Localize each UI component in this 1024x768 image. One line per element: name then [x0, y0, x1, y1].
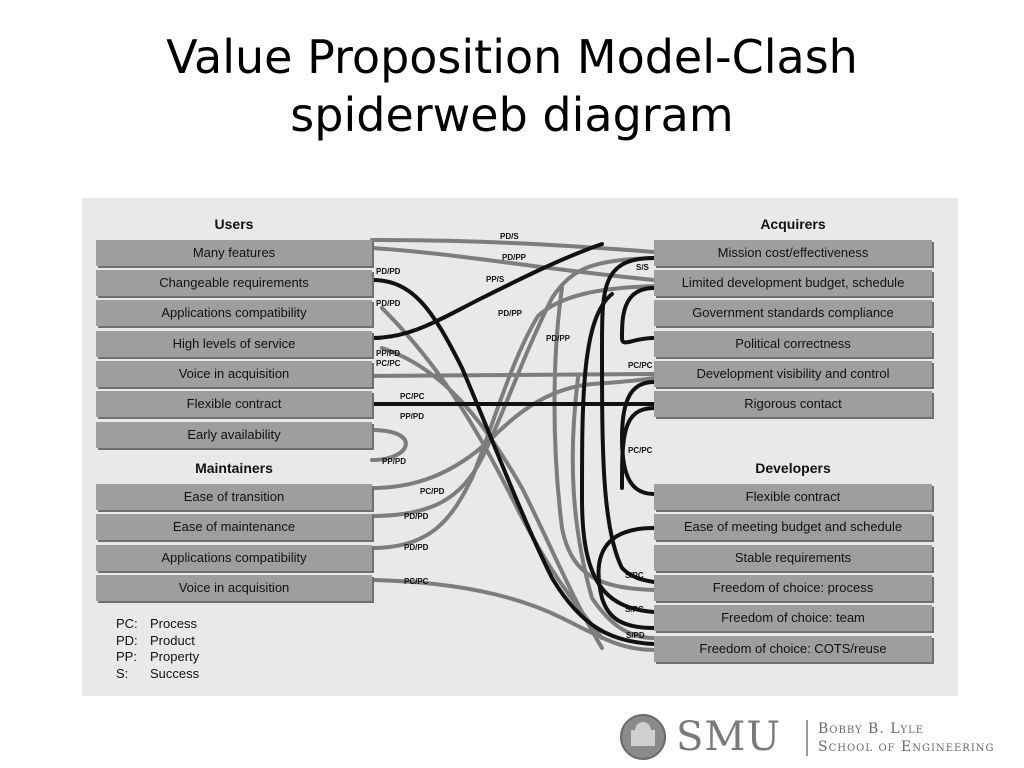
legend-item: PC:Process: [116, 616, 197, 631]
link-label: PD/S: [500, 232, 519, 241]
users-item: High levels of service: [96, 331, 372, 357]
acquirers-heading: Acquirers: [760, 216, 826, 232]
link-label: PD/PD: [404, 512, 429, 521]
users-item: Applications compatibility: [96, 300, 372, 326]
link-label: PD/PP: [502, 253, 527, 262]
link-line: [370, 376, 656, 490]
link-line: [370, 284, 656, 550]
users-item: Changeable requirements: [96, 270, 372, 296]
acquirers-item: Government standards compliance: [654, 300, 932, 326]
link-label: PD/PD: [376, 267, 401, 276]
legend-item: PD:Product: [116, 632, 195, 648]
legend-item: PP:Property: [116, 649, 200, 664]
link-line: [370, 242, 604, 340]
developers-item: Freedom of choice: COTS/reuse: [654, 636, 932, 662]
maintainers-item: Applications compatibility: [96, 545, 372, 571]
link-label: PC/PC: [628, 361, 653, 370]
link-line: [619, 380, 656, 496]
link-line: [620, 406, 656, 490]
logo-divider: [806, 720, 808, 756]
link-line: [370, 238, 656, 254]
maintainers-heading: Maintainers: [195, 460, 273, 476]
developers-item: Freedom of choice: team: [654, 605, 932, 631]
acquirers-item: Mission cost/effectiveness: [654, 240, 932, 266]
spiderweb-diagram: PD/S PD/PP PP/S PD/PP PD/PP PD/PD PD/PD …: [82, 198, 958, 696]
maintainers-item: Ease of transition: [96, 484, 372, 510]
link-label: PD/PD: [376, 299, 401, 308]
link-label: PC/PC: [628, 446, 653, 455]
link-line: [619, 286, 656, 345]
link-line: [370, 578, 656, 652]
link-label: S/PC: [625, 605, 644, 614]
seal-icon: [620, 714, 666, 760]
link-line: [370, 428, 408, 462]
developers-item: Ease of meeting budget and schedule: [654, 514, 932, 540]
link-line: [570, 376, 656, 640]
developers-item: Freedom of choice: process: [654, 575, 932, 601]
link-line: [600, 256, 656, 584]
link-label: PP/PD: [376, 349, 400, 358]
link-line: [579, 292, 656, 614]
users-item: Voice in acquisition: [96, 361, 372, 387]
acquirers-item: Development visibility and control: [654, 361, 932, 387]
users-item: Flexible contract: [96, 391, 372, 417]
developers-heading: Developers: [755, 460, 831, 476]
link-line: [370, 372, 656, 378]
link-label: PP/PD: [400, 412, 424, 421]
users-heading: Users: [214, 216, 254, 232]
link-line: [552, 286, 656, 592]
link-label: PP/PD: [382, 457, 406, 466]
school-name: Bobby B. Lyle School of Engineering: [818, 721, 995, 755]
maintainers-item: Voice in acquisition: [96, 575, 372, 601]
link-lines: PD/S PD/PP PP/S PD/PP PD/PP PD/PD PD/PD …: [370, 232, 656, 652]
link-label: PC/PC: [400, 392, 425, 401]
link-line: [380, 306, 604, 640]
acquirers-item: Rigorous contact: [654, 391, 932, 417]
link-label: S/PC: [625, 571, 644, 580]
link-label: PD/PP: [546, 334, 571, 343]
legend-item: S:Success: [116, 665, 200, 681]
title-line-2: spiderweb diagram: [290, 88, 734, 142]
maintainers-item: Ease of maintenance: [96, 514, 372, 540]
users-item: Early availability: [96, 422, 372, 448]
link-label: PC/PC: [376, 359, 401, 368]
developers-item: Flexible contract: [654, 484, 932, 510]
link-label: PC/PC: [404, 577, 429, 586]
users-item: Many features: [96, 240, 372, 266]
link-label: PP/S: [486, 275, 505, 284]
acquirers-item: Political correctness: [654, 331, 932, 357]
link-label: PD/PP: [498, 309, 523, 318]
link-line: [370, 256, 656, 518]
smu-logo: SMU Bobby B. Lyle School of Engineering: [620, 712, 1020, 764]
title-line-1: Value Proposition Model-Clash: [166, 30, 858, 84]
link-label: S/S: [636, 263, 650, 272]
link-label: PC/PD: [420, 487, 445, 496]
legend: PC:Process PD:Product PP:Property S:Succ…: [116, 616, 199, 682]
acquirers-item: Limited development budget, schedule: [654, 270, 932, 296]
link-line: [370, 278, 656, 646]
developers-item: Stable requirements: [654, 545, 932, 571]
link-label: S/PD: [626, 631, 645, 640]
link-line: [596, 526, 656, 630]
link-label: PD/PD: [404, 543, 429, 552]
brand-name: SMU: [676, 714, 782, 760]
slide-title: Value Proposition Model-Clash spiderweb …: [0, 28, 1024, 144]
